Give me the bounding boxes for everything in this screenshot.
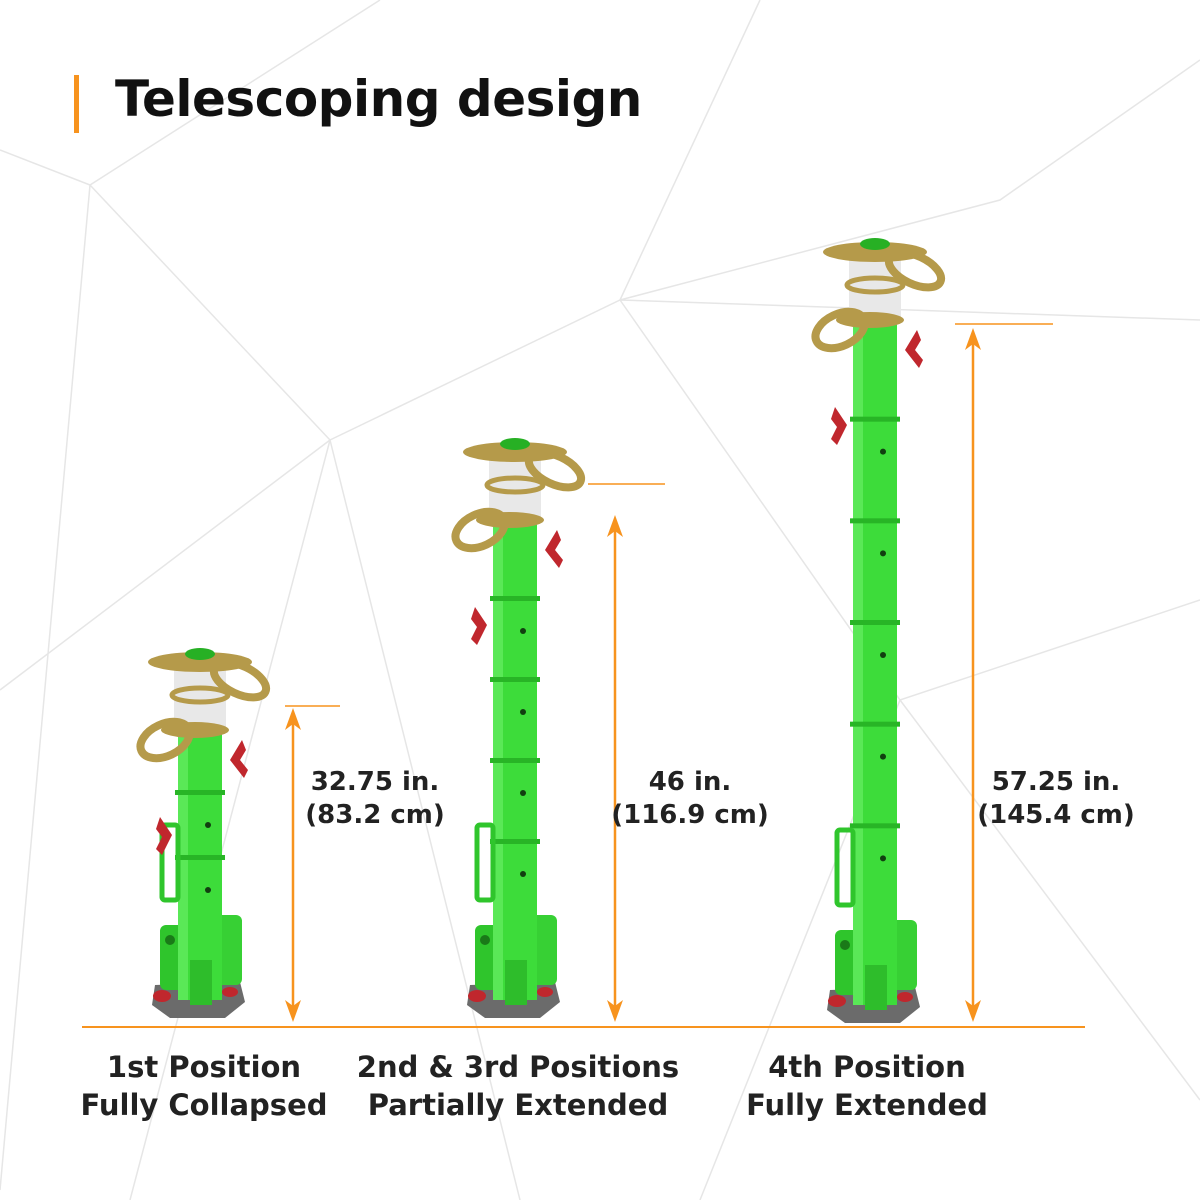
tube-highlight [493,515,503,1000]
pin-hole [880,753,886,760]
measurement-inches: 46 in. [648,767,732,797]
tube-segment-band [175,790,225,795]
top-plate [463,442,567,462]
tube-segment-band [850,823,900,829]
tube-segment-band [490,677,540,682]
carry-handle [159,822,181,903]
measurement-inches: 32.75 in. [310,767,440,797]
arrow-up-icon [965,328,981,350]
measurement-cm: (116.9 cm) [611,800,769,830]
telescoping-post-3 [811,238,946,1023]
arrow-down-icon [607,1000,623,1022]
top-cap [500,438,530,450]
tube-segment-band [490,596,540,601]
tube-segment-band [175,855,225,860]
gold-collar [161,722,229,738]
height-dimension-3 [955,323,1053,1022]
base-bracket [505,960,527,1005]
pin-hole [520,628,526,634]
caption-line: Fully Extended [746,1088,988,1122]
tube-segment-band [850,721,900,727]
pin-hole [205,887,211,893]
position-caption-1: 1st Position Fully Collapsed [34,1048,374,1124]
arrow-up-icon [285,708,301,730]
base-bracket [865,965,887,1010]
base-hole [840,940,850,950]
arrow-down-icon [285,1000,301,1022]
tube-segment-band [850,416,900,422]
top-plate [148,652,252,672]
top-cap [860,238,890,250]
pin-hole [520,790,526,796]
leveling-foot [828,995,846,1007]
pin-hole [880,448,886,455]
pin-hole [880,652,886,658]
caption-line: 1st Position [106,1050,302,1084]
carry-handle [474,822,496,903]
gold-collar [836,312,904,328]
carry-handle [834,827,856,908]
gold-collar [476,512,544,528]
locking-knob [471,607,487,645]
locking-knob [905,330,923,368]
page-title: Telescoping design [115,70,642,128]
gold-ring [844,275,906,295]
base-hole [480,935,490,945]
leveling-foot [468,990,486,1002]
position-caption-2: 2nd & 3rd Positions Partially Extended [348,1048,688,1124]
leveling-foot [537,987,553,997]
measurement-cm: (83.2 cm) [305,800,445,830]
caption-line: Partially Extended [367,1088,669,1122]
pin-hole [205,822,211,828]
gold-ring [484,475,546,495]
tube-segment-band [490,758,540,763]
base-bracket [190,960,212,1005]
caption-line: Fully Collapsed [80,1088,328,1122]
height-dimension-2 [588,483,665,1022]
caption-line: 4th Position [768,1050,966,1084]
gold-ring [169,685,231,705]
caption-line: 2nd & 3rd Positions [356,1050,680,1084]
locking-knob [156,817,172,855]
measurement-label-1: 32.75 in. (83.2 cm) [265,766,485,832]
pin-hole [520,709,526,715]
tube-highlight [178,725,188,1000]
leveling-foot [222,987,238,997]
height-dimension-1 [285,705,340,1022]
pin-hole [880,855,886,862]
top-plate [823,242,927,262]
tube-segment-band [490,839,540,844]
pin-hole [880,550,886,557]
base-hole [165,935,175,945]
title-accent-bar [74,75,79,133]
pin-hole [520,871,526,877]
leveling-foot [153,990,171,1002]
top-cap [185,648,215,660]
measurement-label-2: 46 in. (116.9 cm) [580,766,800,832]
position-caption-3: 4th Position Fully Extended [697,1048,1037,1124]
telescoping-post-1 [136,648,271,1018]
locking-knob [545,530,563,568]
leveling-foot [897,992,913,1002]
telescoping-post-2 [451,438,586,1018]
locking-knob [831,407,847,445]
tube-highlight [853,315,863,1005]
tube-segment-band [850,620,900,625]
arrow-up-icon [607,515,623,537]
measurement-inches: 57.25 in. [991,767,1121,797]
locking-knob [230,740,248,778]
measurement-label-3: 57.25 in. (145.4 cm) [946,766,1166,832]
arrow-down-icon [965,1000,981,1022]
tube-segment-band [850,518,900,524]
measurement-cm: (145.4 cm) [977,800,1135,830]
